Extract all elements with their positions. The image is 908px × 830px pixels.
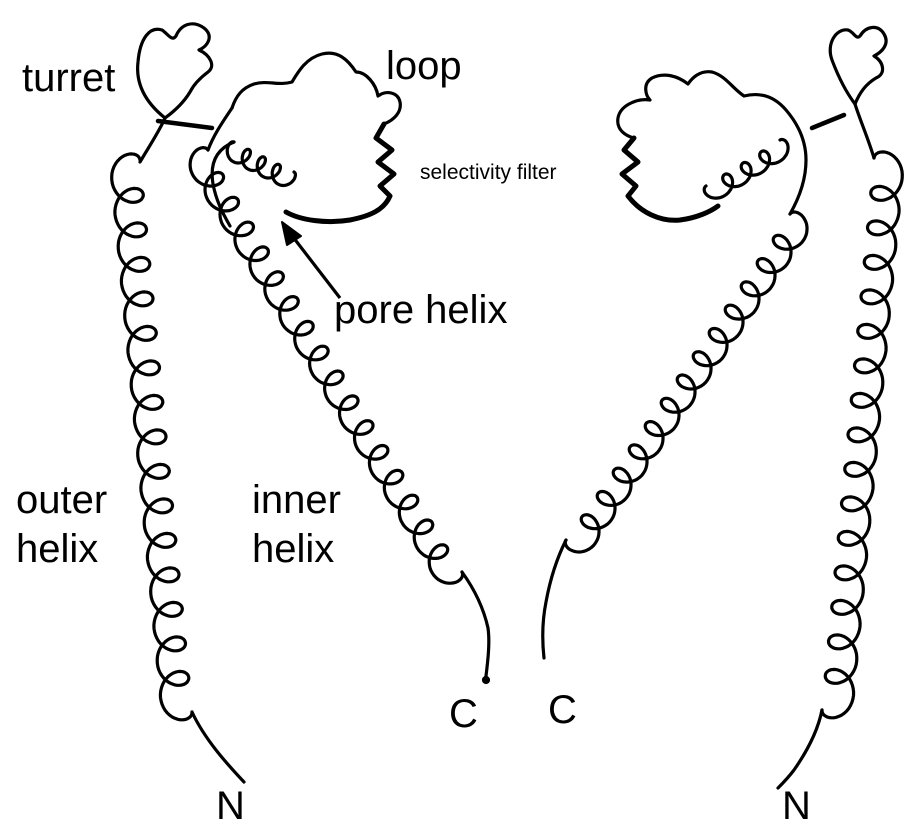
inner-helix-label: inner helix [252, 476, 341, 574]
n-terminus-label-right: N [782, 786, 811, 826]
c-terminus-label-right: C [548, 690, 577, 730]
inner-helix-label-line1: inner [252, 476, 341, 525]
pore-helix-label: pore helix [334, 290, 507, 330]
outer-helix-label-line2: helix [16, 525, 107, 574]
n-terminus-label-left: N [216, 786, 245, 826]
outer-helix-label: outer helix [16, 476, 107, 574]
outer-helix-label-line1: outer [16, 476, 107, 525]
inner-helix-label-line2: helix [252, 525, 341, 574]
c-terminus-label-left: C [449, 694, 478, 734]
